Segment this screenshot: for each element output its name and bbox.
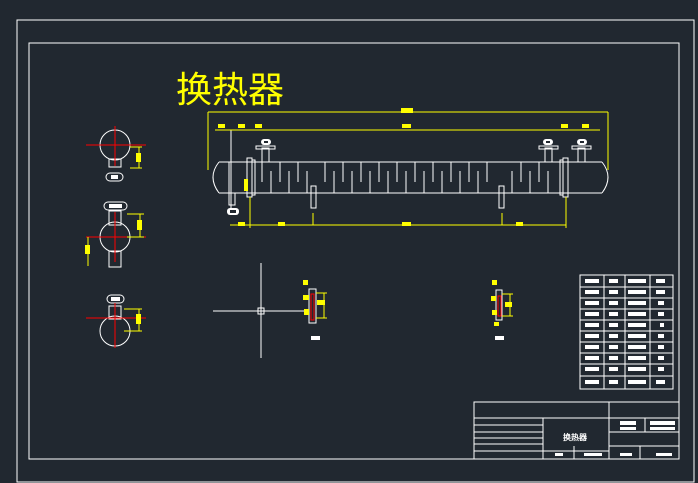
nozzle-right-top-2 [577, 147, 586, 163]
parts-table[interactable] [579, 274, 674, 390]
detail-view-b[interactable] [491, 280, 513, 340]
section-view-bottom[interactable] [86, 294, 146, 348]
outer-frame [16, 19, 695, 483]
nozzle-bottom [228, 192, 236, 206]
title-block[interactable] [473, 401, 680, 460]
saddle-support-left [310, 185, 317, 209]
dimension-value-marks [218, 108, 589, 226]
section-view-middle[interactable] [85, 201, 146, 268]
saddle-support-right [498, 185, 505, 209]
drawing-title: 换热器 [176, 70, 284, 111]
dimension-lines [207, 111, 609, 228]
nozzle-left-top [261, 147, 270, 163]
parts-table-entries [585, 279, 665, 384]
detail-view-a[interactable] [303, 280, 327, 340]
nozzle-right-top [544, 147, 553, 163]
heat-exchanger-main-view[interactable] [212, 130, 609, 212]
tube-baffle-lines [261, 162, 549, 193]
title-block-drawing-name: 换热器 [563, 432, 588, 442]
nozzle-labels [227, 139, 587, 215]
title-block-entries [555, 421, 675, 456]
inner-border [28, 42, 680, 460]
section-view-top[interactable] [86, 126, 146, 182]
centerline-cross [213, 263, 309, 358]
nozzle-label-text [230, 141, 584, 213]
